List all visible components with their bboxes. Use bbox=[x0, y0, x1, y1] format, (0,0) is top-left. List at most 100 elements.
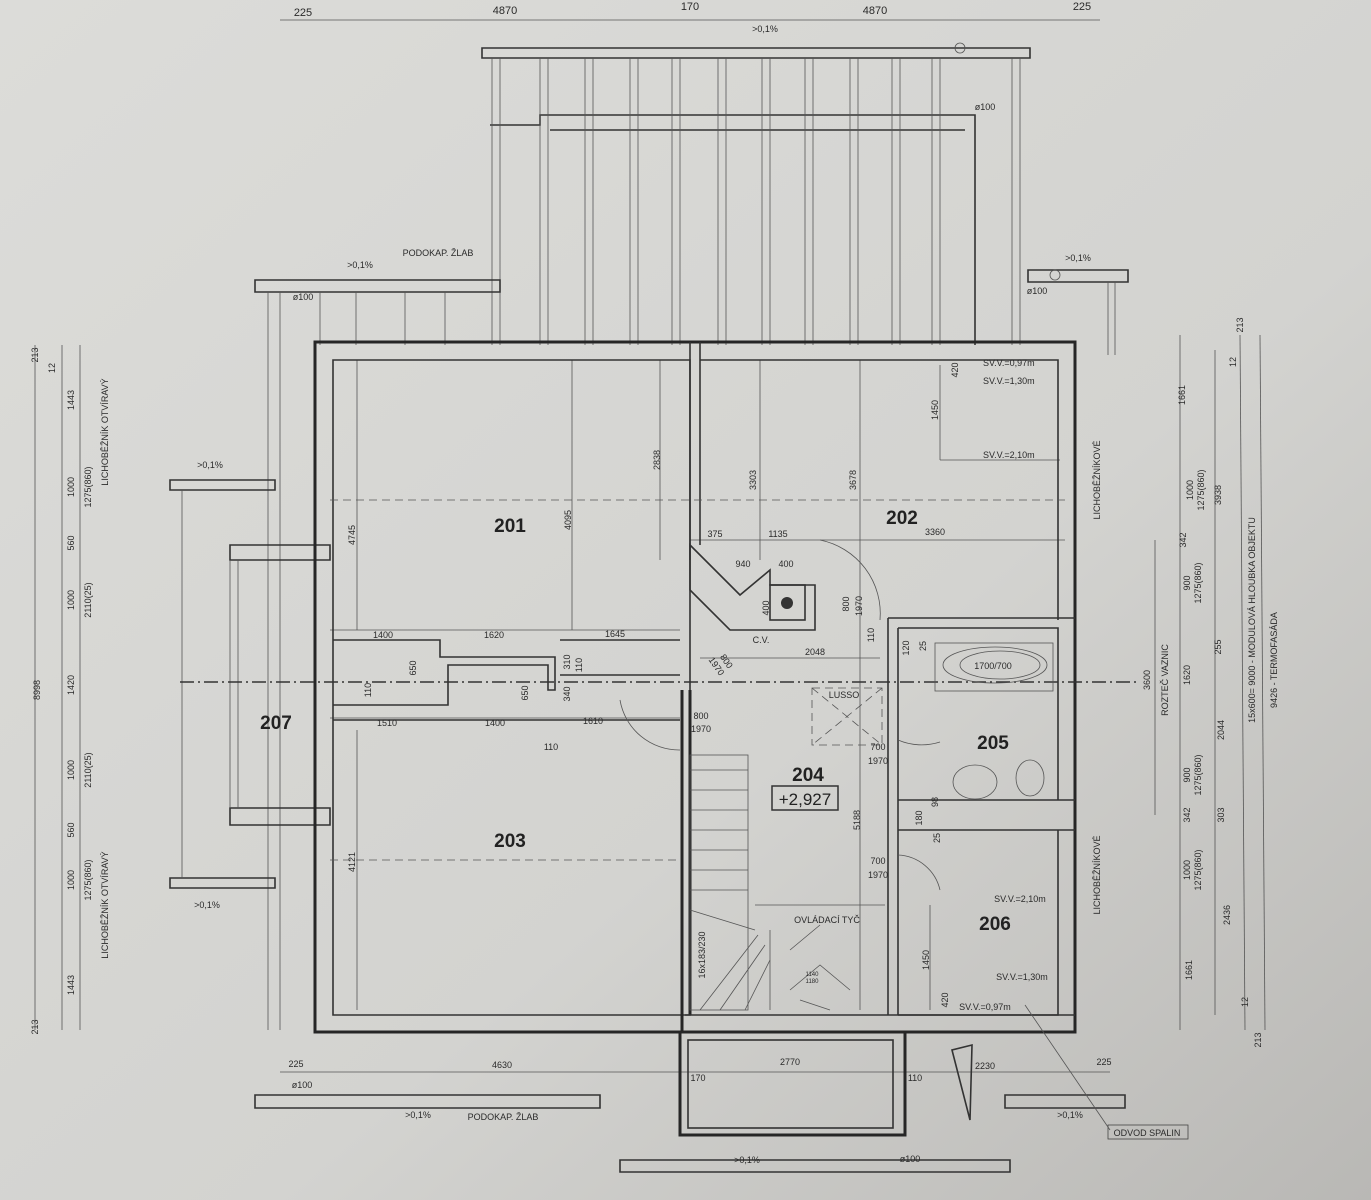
dim-text: 560 bbox=[66, 822, 76, 837]
module-depth-label: 15x600= 9000 - MODULOVÁ HLOUBKA OBJEKTU bbox=[1247, 517, 1257, 723]
dim-text: 900 bbox=[1182, 767, 1192, 782]
room-number-204: 204 bbox=[792, 765, 824, 786]
slope-label: >0,1% bbox=[734, 1155, 760, 1165]
room-number-203: 203 bbox=[494, 831, 526, 852]
dim-text: 1135 bbox=[768, 529, 787, 539]
truss-spacing-label: ROZTEČ VAZNIC bbox=[1160, 644, 1170, 716]
dim-text: 225 bbox=[288, 1059, 303, 1069]
slope-label: >0,1% bbox=[405, 1110, 431, 1120]
left-balcony bbox=[169, 479, 331, 889]
dim-text: 1443 bbox=[66, 390, 76, 410]
dim-text: 110 bbox=[574, 658, 584, 672]
clear-height-label: SV.V.=2,10m bbox=[983, 450, 1035, 460]
dim-text: 342 bbox=[1178, 532, 1188, 547]
control-rod-label: OVLÁDACÍ TYČ bbox=[794, 915, 860, 925]
dim-text: 900 bbox=[1182, 575, 1192, 590]
dim-text: 225 bbox=[294, 7, 312, 19]
window-type-label: LICHOBĚŽNÍK OTVÍRAVÝ bbox=[100, 851, 110, 958]
dim-text: 342 bbox=[1182, 807, 1192, 822]
slope-label: >0,1% bbox=[347, 260, 373, 270]
dim-text: 1400 bbox=[373, 630, 393, 640]
dim-text: 1620 bbox=[1182, 665, 1192, 685]
bathtub-label: 1700/700 bbox=[974, 661, 1012, 671]
dim-text: 4630 bbox=[492, 1060, 512, 1070]
dim-text: 2110(25) bbox=[83, 582, 93, 617]
clear-height-label: SV.V.=0,97m bbox=[959, 1002, 1011, 1012]
dim-text: 1645 bbox=[605, 629, 625, 639]
dim-text: 1661 bbox=[1177, 385, 1187, 405]
dim-text: 2048 bbox=[805, 647, 825, 657]
pipe-label: ø100 bbox=[293, 292, 314, 302]
level-box bbox=[771, 785, 839, 811]
gutter-label: PODOKAP. ŽLAB bbox=[403, 248, 474, 258]
dim-text: 310 bbox=[562, 654, 572, 669]
dim-text: 560 bbox=[66, 535, 76, 550]
dim-text: 4870 bbox=[863, 5, 887, 17]
dim-text: 98 bbox=[930, 797, 940, 807]
dim-text: 1000 bbox=[66, 477, 76, 497]
dim-text: 1610 bbox=[583, 716, 603, 726]
chimney-label: C.V. bbox=[753, 635, 770, 645]
dim-text: 4095 bbox=[563, 510, 573, 530]
slope-label: >0,1% bbox=[752, 24, 778, 34]
dim-text: 1275(860) bbox=[1196, 469, 1206, 510]
dim-text: 1275(860) bbox=[83, 466, 93, 507]
dim-text: 2436 bbox=[1222, 905, 1232, 925]
dim-text: 2770 bbox=[780, 1057, 800, 1067]
dim-text: 213 bbox=[1253, 1032, 1263, 1047]
dim-text: 4745 bbox=[347, 525, 357, 545]
dim-text: 25 bbox=[932, 833, 942, 843]
dim-text: 180 bbox=[914, 810, 924, 825]
dim-text: 2110(25) bbox=[83, 752, 93, 787]
dim-text: 2838 bbox=[652, 450, 662, 470]
room-number-207: 207 bbox=[260, 713, 292, 734]
hatch-dim: 1180 bbox=[806, 979, 820, 985]
door-width: 700 bbox=[870, 856, 885, 866]
flue-leader bbox=[1024, 1004, 1111, 1131]
dim-text: 1000 bbox=[1182, 860, 1192, 880]
room-number-205: 205 bbox=[977, 733, 1009, 754]
sink-icon bbox=[952, 764, 998, 800]
slope-label: >0,1% bbox=[1065, 253, 1091, 263]
dim-text: 1275(860) bbox=[1193, 562, 1203, 603]
dim-text: 2044 bbox=[1216, 720, 1226, 740]
door-height: 1970 bbox=[854, 596, 864, 616]
clear-height-label: SV.V.=2,10m bbox=[994, 894, 1046, 904]
dim-text: 1450 bbox=[921, 950, 931, 970]
dim-text: 303 bbox=[1216, 807, 1226, 822]
left-dimension-chain: 213 12 1443 1000 1275(860) LICHOBĚŽNÍK O… bbox=[30, 347, 223, 1034]
dim-text: 2230 bbox=[975, 1061, 995, 1071]
dim-text: 12 bbox=[1240, 997, 1250, 1007]
door-width: 800 bbox=[693, 711, 708, 721]
flue-label-box bbox=[1107, 1124, 1189, 1140]
dim-text: 1420 bbox=[66, 675, 76, 695]
skylight-label: LUSSO bbox=[829, 690, 860, 700]
dim-text: 1275(860) bbox=[83, 859, 93, 900]
pipe-label: ø100 bbox=[900, 1154, 921, 1164]
dim-text: 8998 bbox=[32, 680, 42, 700]
dimension-lines bbox=[34, 19, 1266, 1073]
dim-text: 3600 bbox=[1142, 670, 1152, 690]
dim-text: 225 bbox=[1073, 1, 1091, 13]
slope-label: >0,1% bbox=[194, 900, 220, 910]
stairs-label: 16x183/230 bbox=[697, 931, 707, 978]
dim-text: 1275(860) bbox=[1193, 754, 1203, 795]
dim-text: 1000 bbox=[66, 760, 76, 780]
dim-text: 1443 bbox=[66, 975, 76, 995]
dim-text: 340 bbox=[562, 686, 572, 701]
toilet-icon bbox=[1015, 759, 1045, 797]
dim-text: 255 bbox=[1213, 639, 1223, 654]
dim-text: 170 bbox=[690, 1073, 705, 1083]
door-height: 1970 bbox=[868, 870, 888, 880]
flue-label: ODVOD SPALIN bbox=[1114, 1128, 1181, 1138]
right-dimension-chain: 213 12 1661 1000 1275(860) 3938 342 900 … bbox=[1142, 317, 1279, 1047]
dim-text: 12 bbox=[1228, 357, 1238, 367]
clear-height-label: SV.V.=1,30m bbox=[983, 376, 1035, 386]
dim-text: 420 bbox=[950, 362, 960, 377]
dim-text: 375 bbox=[707, 529, 722, 539]
dim-text: 940 bbox=[735, 559, 750, 569]
bathroom-fixtures bbox=[619, 539, 1054, 891]
room-number-202: 202 bbox=[886, 508, 918, 529]
top-balcony bbox=[254, 42, 1129, 1030]
